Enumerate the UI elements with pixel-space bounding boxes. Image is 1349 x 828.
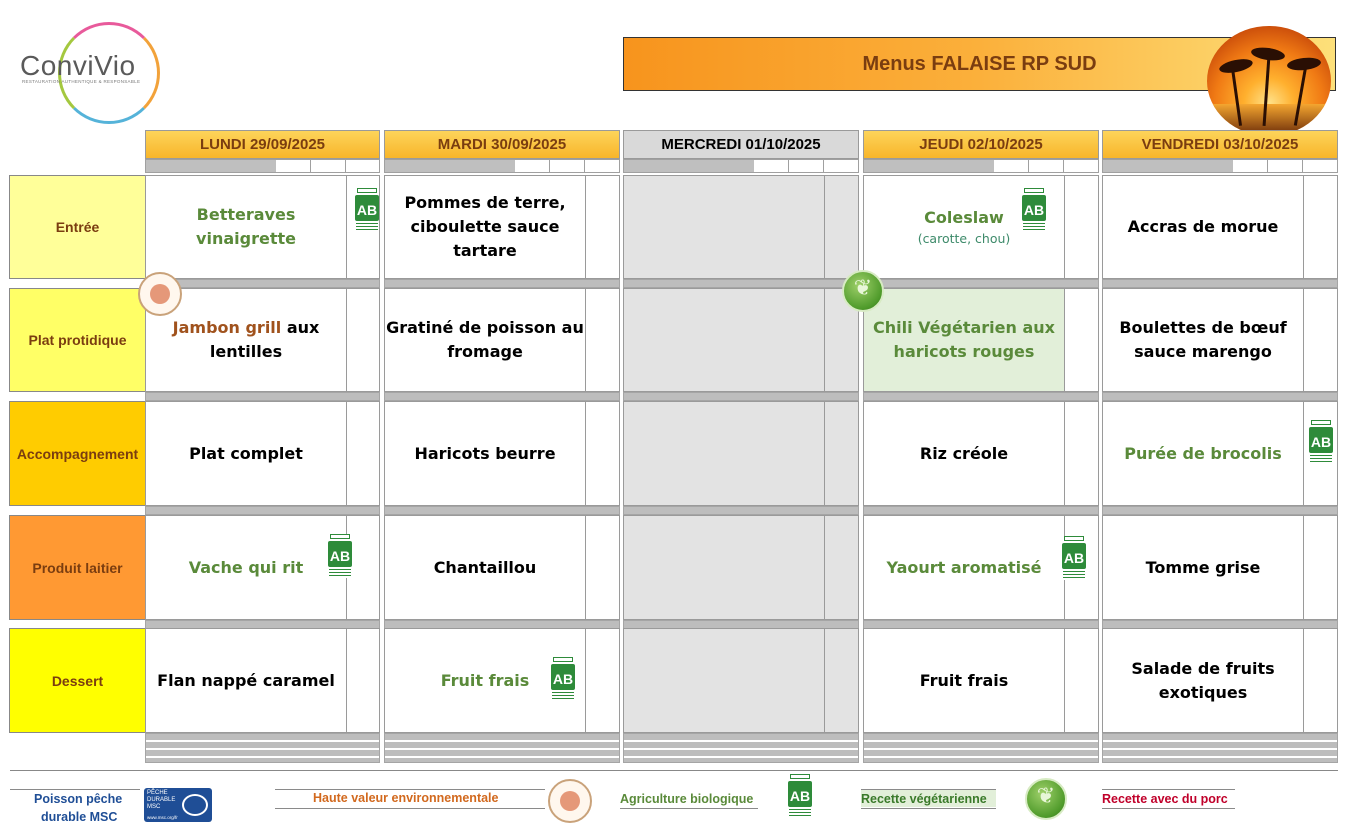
dish-name: Fruit frais — [919, 670, 1009, 690]
dish-name: Yaourt aromatisé — [886, 557, 1042, 577]
menu-cell-entree-wed — [623, 175, 859, 279]
legend-veg: Recette végétarienne — [861, 792, 987, 806]
dish-name: Fruit frais — [440, 670, 530, 690]
hve-badge-icon — [548, 779, 592, 823]
dish-name: Accras de morue — [1127, 217, 1279, 236]
dish-name-line: Salade de fruits — [1131, 658, 1275, 678]
menu-cell-dessert-wed — [623, 628, 859, 733]
day-sub-strip — [384, 159, 620, 173]
brand-tagline: RESTAURATION AUTHENTIQUE & RESPONSABLE — [22, 79, 141, 84]
menu-cell-laitier-wed — [623, 515, 859, 620]
day-sub-strip — [623, 159, 859, 173]
vegetarian-badge-icon — [1025, 778, 1067, 820]
menu-cell-plat-mon: Jambon grill aux lentilles — [145, 288, 380, 392]
dish-name-line: Pommes de terre, — [404, 193, 566, 212]
ab-bio-icon: AB — [1309, 420, 1333, 464]
dish-name-line: tartare — [453, 241, 517, 260]
day-header-monday: LUNDI 29/09/2025 — [145, 130, 380, 159]
dish-name: Coleslaw — [924, 208, 1004, 227]
day-header-tuesday: MARDI 30/09/2025 — [384, 130, 620, 159]
ab-bio-icon: AB — [1062, 536, 1086, 580]
menu-cell-accomp-mon: Plat complet — [145, 401, 380, 506]
ab-bio-icon: AB — [328, 534, 352, 578]
menu-cell-dessert-tue: Fruit frais AB — [384, 628, 620, 733]
menu-cell-plat-wed — [623, 288, 859, 392]
dish-name: Chantaillou — [433, 557, 537, 577]
row-label-dessert: Dessert — [9, 628, 146, 733]
menu-cell-dessert-fri: Salade de fruits exotiques — [1102, 628, 1338, 733]
menu-cell-plat-thu: Chili Végétarien aux haricots rouges — [863, 288, 1099, 392]
menu-cell-dessert-thu: Fruit frais — [863, 628, 1099, 733]
menu-cell-plat-fri: Boulettes de bœuf sauce marengo — [1102, 288, 1338, 392]
dish-name-line: haricots rouges — [893, 342, 1035, 361]
dish-name-line: Jambon grill aux — [172, 318, 320, 337]
dish-name: Betteraves vinaigrette — [196, 205, 296, 248]
ab-bio-icon: AB — [355, 188, 379, 232]
dish-name-line: lentilles — [209, 342, 283, 361]
sunset-palm-icon — [1207, 26, 1331, 136]
row-label-laitier: Produit laitier — [9, 515, 146, 620]
hve-badge-icon — [138, 272, 182, 316]
day-header-friday: VENDREDI 03/10/2025 — [1102, 130, 1338, 159]
vegetarian-badge-icon — [842, 270, 884, 312]
legend-bio: Agriculture biologique — [620, 792, 754, 806]
menu-cell-accomp-wed — [623, 401, 859, 506]
menu-cell-laitier-thu: Yaourt aromatisé AB — [863, 515, 1099, 620]
day-header-wednesday: MERCREDI 01/10/2025 — [623, 130, 859, 159]
menu-cell-laitier-tue: Chantaillou — [384, 515, 620, 620]
row-label-accompagnement: Accompagnement — [9, 401, 146, 506]
menu-cell-entree-thu: Coleslaw (carotte, chou) AB — [863, 175, 1099, 279]
page-title: Menus FALAISE RP SUD — [862, 52, 1097, 75]
dish-name-line: Chili Végétarien aux — [873, 318, 1055, 337]
dish-name: Purée de brocolis — [1124, 443, 1282, 463]
dish-name: Riz créole — [919, 443, 1009, 463]
menu-cell-accomp-thu: Riz créole — [863, 401, 1099, 506]
menu-cell-laitier-fri: Tomme grise — [1102, 515, 1338, 620]
menu-cell-laitier-mon: Vache qui rit AB — [145, 515, 380, 620]
dish-name-line: sauce marengo — [1134, 342, 1272, 361]
menu-cell-accomp-fri: Purée de brocolis AB — [1102, 401, 1338, 506]
legend-msc-line2: durable MSC — [41, 810, 118, 824]
brand-logo: ConviVio — [20, 50, 136, 81]
dish-name-line: fromage — [447, 342, 523, 361]
day-sub-strip — [145, 159, 380, 173]
menu-cell-accomp-tue: Haricots beurre — [384, 401, 620, 506]
logo-ring-icon — [58, 22, 160, 124]
row-label-entree: Entrée — [9, 175, 146, 279]
ab-bio-icon: AB — [1022, 188, 1046, 232]
dish-name: Flan nappé caramel — [157, 670, 335, 690]
dish-name-line: ciboulette sauce — [410, 217, 560, 236]
ab-bio-icon: AB — [788, 774, 812, 818]
dish-name: Vache qui rit — [188, 557, 304, 577]
menu-cell-entree-tue: Pommes de terre, ciboulette sauce tartar… — [384, 175, 620, 279]
row-label-plat: Plat protidique — [9, 288, 146, 392]
dish-detail: (carotte, chou) — [917, 231, 1011, 246]
menu-cell-entree-mon: Betteraves vinaigrette AB — [145, 175, 380, 279]
legend-hve: Haute valeur environnementale — [313, 791, 499, 805]
dish-name-line: Boulettes de bœuf — [1119, 318, 1287, 337]
legend-porc: Recette avec du porc — [1102, 792, 1228, 806]
menu-cell-entree-fri: Accras de morue — [1102, 175, 1338, 279]
dish-name: Plat complet — [189, 443, 303, 463]
day-header-thursday: JEUDI 02/10/2025 — [863, 130, 1099, 159]
legend-msc-line1: Poisson pêche — [34, 792, 123, 806]
dish-name-line: exotiques — [1158, 682, 1248, 702]
dish-name-line: Gratiné de poisson au — [386, 318, 584, 337]
dish-name: Tomme grise — [1145, 557, 1261, 577]
menu-cell-plat-tue: Gratiné de poisson au fromage — [384, 288, 620, 392]
day-sub-strip — [1102, 159, 1338, 173]
menu-cell-dessert-mon: Flan nappé caramel — [145, 628, 380, 733]
ab-bio-icon: AB — [551, 657, 575, 701]
day-sub-strip — [863, 159, 1099, 173]
pork-dish-name: Jambon grill — [172, 318, 282, 337]
dish-name: Haricots beurre — [414, 443, 556, 463]
